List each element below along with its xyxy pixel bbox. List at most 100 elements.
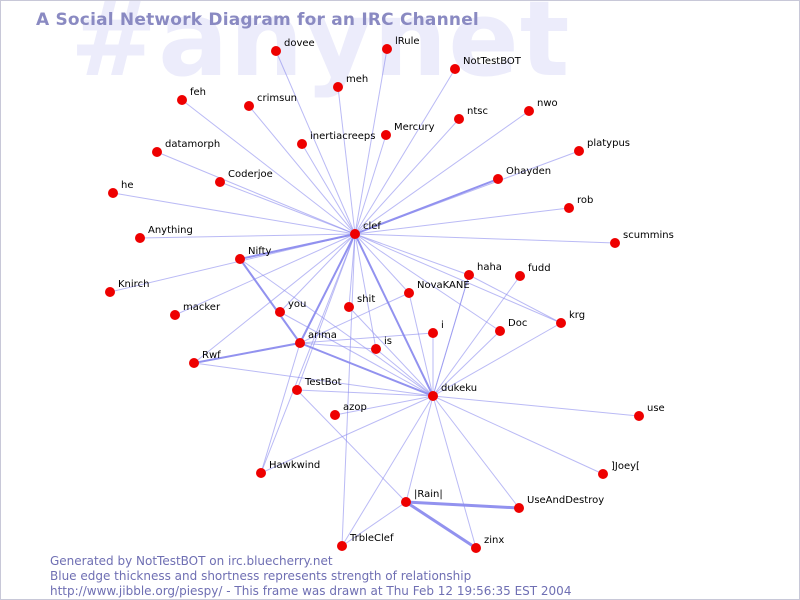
node-useanddestroy: UseAndDestroy [514, 495, 604, 513]
node-macker: macker [170, 302, 221, 320]
node-meh: meh [333, 74, 368, 92]
node-label: azop [343, 402, 367, 413]
node-label: is [384, 336, 392, 347]
node-dot [371, 344, 381, 354]
edge-clef-arima [299, 233, 356, 344]
node-dot [235, 254, 245, 264]
node-label: ]Joey[ [611, 461, 640, 472]
node-label: Nifty [248, 246, 272, 257]
footer-url-timestamp: http://www.jibble.org/piespy/ - This fra… [50, 584, 572, 598]
node-dot [256, 468, 266, 478]
node-dot [495, 326, 505, 336]
node-label: Mercury [394, 122, 435, 133]
node-dot [330, 410, 340, 420]
edge-clef-datamorph [156, 151, 356, 235]
node-label: lRule [395, 36, 420, 47]
edge-arima-hawkwind [260, 342, 301, 474]
node-label: i [441, 320, 444, 331]
edge-clef-anything [139, 233, 356, 239]
edge-dukeku-krg [432, 322, 562, 397]
node-label: scummins [623, 230, 674, 241]
node-label: dukeku [441, 383, 477, 394]
edge-dukeku-azop [334, 395, 434, 416]
node-arima: arima [295, 330, 337, 348]
node-label: |Rain| [414, 489, 443, 500]
node-mercury: Mercury [381, 122, 435, 140]
edge-clef-rob [354, 207, 570, 235]
node-dot [189, 358, 199, 368]
node-label: fudd [528, 263, 551, 274]
node-anything: Anything [135, 225, 193, 243]
edge-clef-trbleclef [341, 233, 356, 547]
node-dot [297, 139, 307, 149]
node-dot [105, 287, 115, 297]
node-dot [170, 310, 180, 320]
node-use: use [634, 403, 665, 421]
node-platypus: platypus [574, 138, 630, 156]
edge-rain-zinx [405, 500, 477, 550]
node-dovee: dovee [271, 38, 315, 56]
node-datamorph: datamorph [152, 139, 220, 157]
edge-clef-you [279, 233, 356, 313]
channel-watermark: #anynet [70, 0, 571, 100]
edge-clef-ntsc [354, 118, 460, 235]
node-dot [450, 64, 460, 74]
node-nwo: nwo [524, 98, 558, 116]
edge-dukeku-rwf [193, 362, 434, 397]
node-you: you [275, 299, 306, 317]
footer-legend-note: Blue edge thickness and shortness repres… [50, 569, 472, 583]
node-label: macker [183, 302, 221, 313]
node-novakane: NovaKANE [404, 280, 470, 298]
node-joey: ]Joey[ [598, 461, 640, 479]
node-dot [333, 82, 343, 92]
node-dot [404, 288, 414, 298]
edge-haha-krg [468, 274, 562, 324]
edge-clef-coderjoe [219, 181, 356, 235]
edge-rain-trbleclef [341, 501, 407, 547]
node-label: Coderjoe [228, 169, 273, 180]
edge-dukeku-rain [405, 395, 434, 503]
node-dot [177, 95, 187, 105]
edge-clef-meh [337, 86, 356, 235]
node-dot [471, 543, 481, 553]
node-hawkwind: Hawkwind [256, 460, 320, 478]
node-dot [244, 101, 254, 111]
edge-testbot-rain [296, 389, 407, 503]
edge-clef-novakane [354, 233, 410, 294]
node-label: zinx [484, 535, 504, 546]
node-knirch: Knirch [105, 279, 149, 297]
node-azop: azop [330, 402, 367, 420]
node-dot [275, 307, 285, 317]
node-dot [524, 106, 534, 116]
edge-clef-inertiacreeps [301, 143, 356, 235]
edge-clef-doc [354, 233, 501, 332]
edge-dukeku-fudd [432, 275, 521, 397]
node-crimsun: crimsun [244, 93, 297, 111]
edge-clef-dukeku [354, 233, 434, 397]
edge-arima-i [299, 332, 434, 344]
node-dot [464, 270, 474, 280]
edge-dukeku-use [432, 395, 640, 417]
node-rob: rob [564, 195, 593, 213]
edge-arima-rwf [193, 342, 301, 364]
node-doc: Doc [495, 318, 527, 336]
node-inertiacreeps: inertiacreeps [297, 131, 375, 149]
node-label: use [647, 403, 665, 414]
node-haha: haha [464, 262, 502, 280]
edge-clef-nwo [354, 110, 530, 235]
node-label: NotTestBOT [463, 56, 522, 67]
node-ohayden: Ohayden [493, 166, 551, 184]
node-i: i [428, 320, 444, 338]
edge-clef-krg [354, 233, 562, 324]
node-label: nwo [537, 98, 558, 109]
node-lrule: lRule [382, 36, 420, 54]
node-dot [135, 233, 145, 243]
node-label: ntsc [467, 106, 488, 117]
node-label: you [288, 299, 306, 310]
edge-clef-feh [181, 99, 356, 235]
node-dot [215, 177, 225, 187]
node-dukeku: dukeku [428, 383, 477, 401]
node-coderjoe: Coderjoe [215, 169, 273, 187]
node-label: TrbleClef [349, 533, 394, 544]
